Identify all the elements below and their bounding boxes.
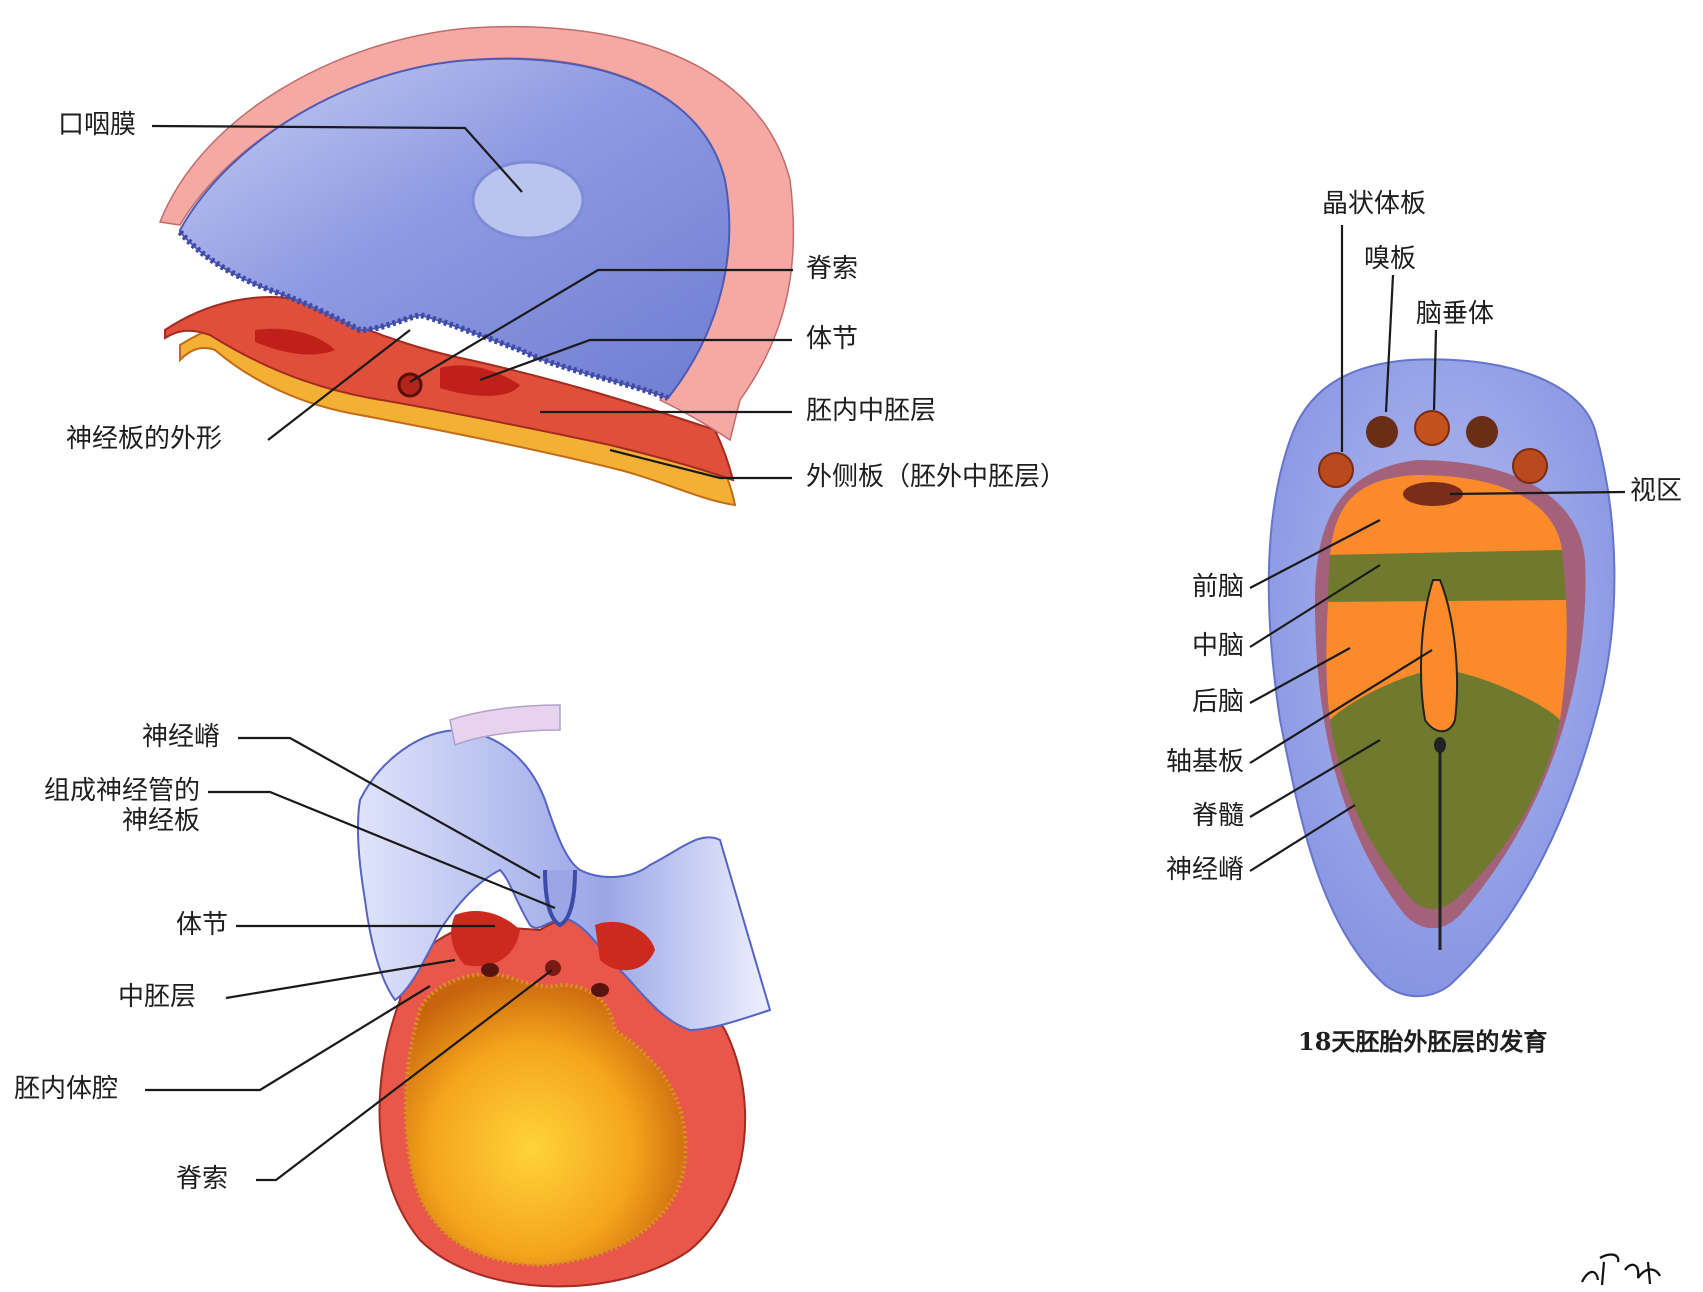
label-optic-area: 视区 xyxy=(1630,477,1682,507)
pituitary-shape xyxy=(1415,411,1449,445)
label-mesoderm: 中胚层 xyxy=(118,983,196,1013)
lens-placode-shape xyxy=(1319,453,1353,487)
label-notochord-b: 脊索 xyxy=(176,1165,228,1195)
label-oropharyngeal-membrane: 口咽膜 xyxy=(58,111,136,141)
label-pituitary: 脑垂体 xyxy=(1416,300,1494,330)
label-spinal-cord: 脊髓 xyxy=(1100,802,1244,832)
figure-caption: 18天胚胎外胚层的发育 xyxy=(1298,1022,1547,1057)
neural-tube-figure xyxy=(358,705,770,1286)
label-somite-a: 体节 xyxy=(806,325,858,355)
label-hindbrain: 后脑 xyxy=(1100,688,1244,718)
oropharyngeal-membrane xyxy=(473,162,583,238)
label-axial-plate: 轴基板 xyxy=(1100,748,1244,778)
label-neural-plate-forming-tube-line1: 组成神经管的 xyxy=(14,777,200,807)
label-lateral-plate: 外侧板（胚外中胚层） xyxy=(806,463,1066,493)
artist-signature xyxy=(1582,1255,1660,1285)
label-somite-b: 体节 xyxy=(176,911,228,941)
label-olfactory-placode: 嗅板 xyxy=(1364,245,1416,275)
label-intraembryonic-coelom: 胚内体腔 xyxy=(14,1075,118,1105)
label-neural-plate-forming-tube: 组成神经管的 神经板 xyxy=(14,777,200,837)
label-neural-crest-c: 神经嵴 xyxy=(1100,856,1244,886)
label-midbrain: 中脑 xyxy=(1100,632,1244,662)
label-forebrain: 前脑 xyxy=(1100,573,1244,603)
embryo-disc-figure xyxy=(160,27,793,505)
olfactory-placode-shape xyxy=(1366,416,1398,448)
label-lens-placode: 晶状体板 xyxy=(1322,190,1426,220)
label-neural-plate-forming-tube-line2: 神经板 xyxy=(14,807,200,837)
label-neural-plate-outline: 神经板的外形 xyxy=(66,425,222,455)
ectoderm-development-figure xyxy=(1269,359,1615,996)
label-notochord-a: 脊索 xyxy=(806,255,858,285)
label-intraembryonic-mesoderm: 胚内中胚层 xyxy=(806,397,936,427)
label-neural-crest-b: 神经嵴 xyxy=(142,723,220,753)
